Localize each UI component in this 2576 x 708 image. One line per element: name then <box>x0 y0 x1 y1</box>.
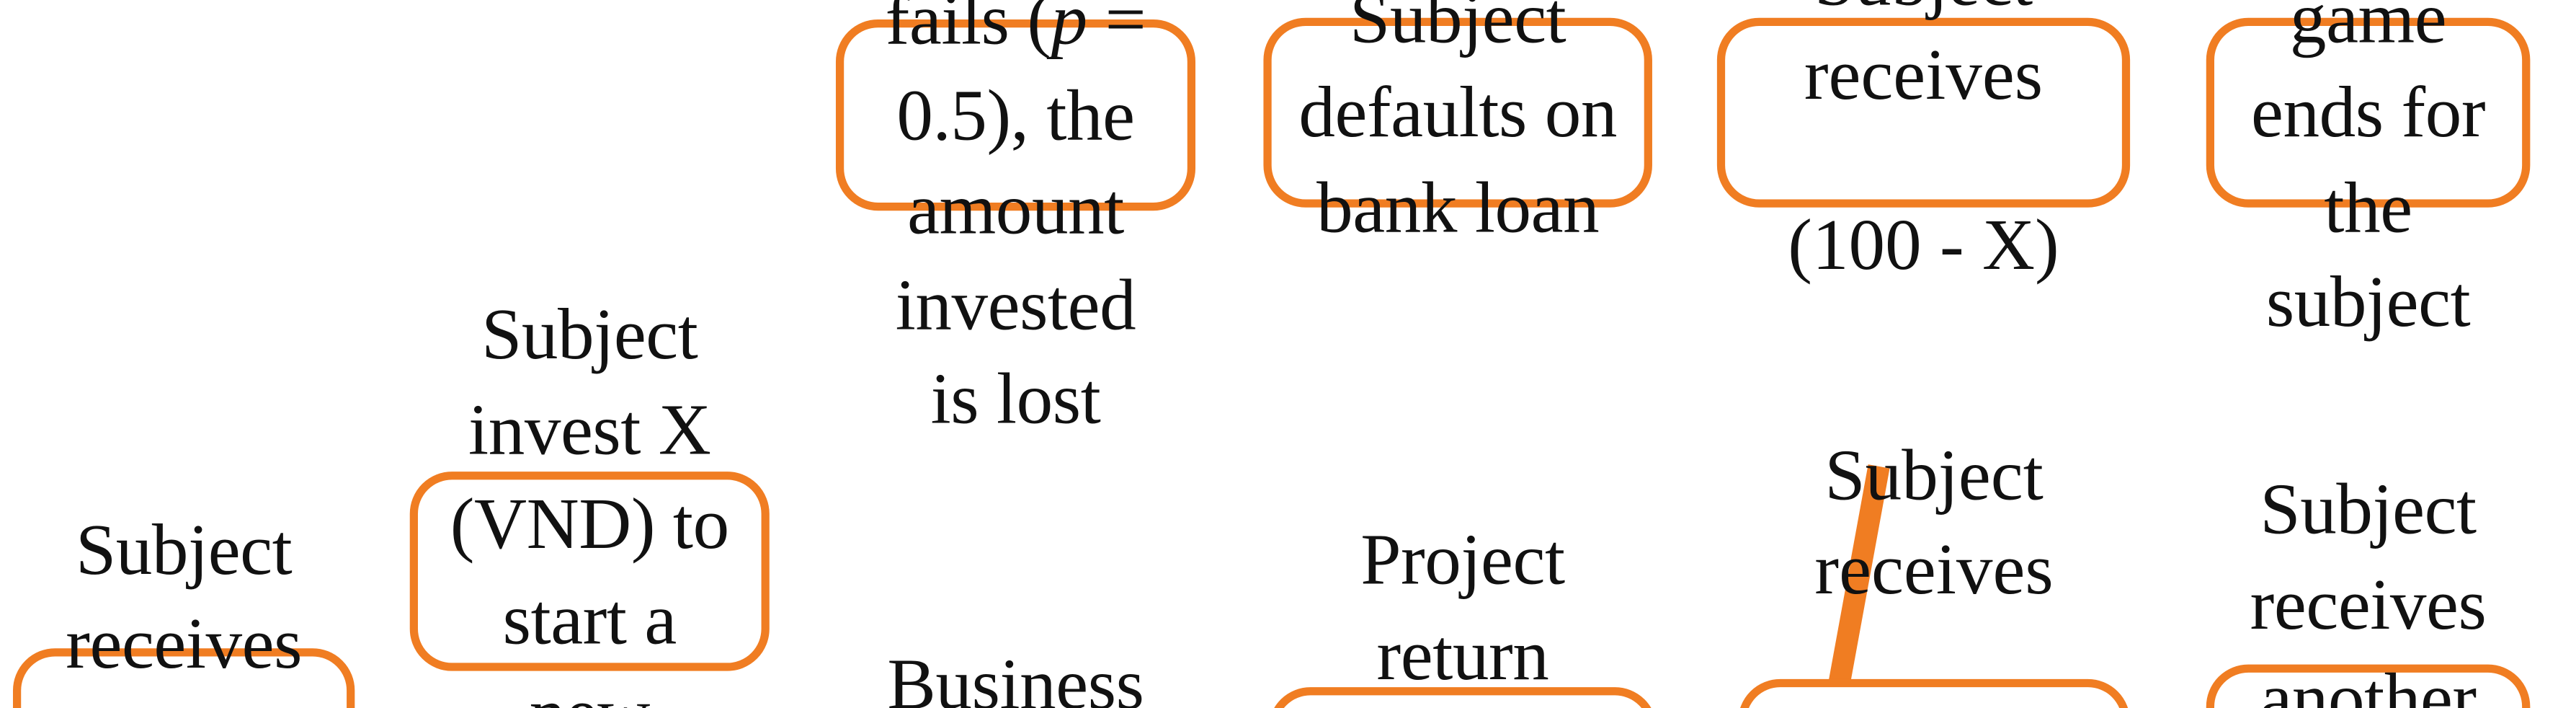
node-subject-receives-another-loan[interactable]: Subject receives another loan. The proce… <box>2206 469 2531 708</box>
node-subject-receives-top[interactable]: Subject receives (100 - X) <box>1716 0 2131 285</box>
node-subject-receives-formula[interactable]: Subject receives {(3X - 100) + (100 - X)… <box>1738 434 2131 708</box>
node-label-prefix: Business succeeds ( <box>887 642 1144 708</box>
node-subject-defaults-top[interactable]: Subject defaults on bank loan <box>1263 0 1652 247</box>
node-label: Project return exceeds 100milVND. The lo… <box>1360 518 1565 695</box>
probability-symbol: p <box>1051 0 1088 61</box>
node-label: Subject defaults on bank loan <box>1298 0 1618 248</box>
node-label-stack: Subject receives {(3X - 100) + (100 - X)… <box>1746 428 2122 708</box>
node-label: Subject invest X (VND) to start a new bu… <box>450 293 729 708</box>
node-label-prefix: Business fails ( <box>885 0 1051 61</box>
node-business-fails[interactable]: Business fails (p = 0.5), the amount inv… <box>835 0 1196 440</box>
node-label-line-1: Subject receives <box>1814 433 2054 610</box>
node-subject-receives-bank-loan[interactable]: Subject receives bank loan of 100milVND <box>12 508 355 708</box>
node-label-stack: Subject receives (100 - X) <box>1725 0 2122 292</box>
node-game-ends-top[interactable]: The game ends for the subject <box>2206 0 2531 342</box>
node-label-line-1: Subject receives <box>1804 0 2044 116</box>
node-subject-invest-x[interactable]: Subject invest X (VND) to start a new bu… <box>409 293 770 708</box>
node-label: Subject receives bank loan of 100milVND <box>66 508 303 708</box>
node-label-suffix: = 0.5), the amount invested is lost <box>895 0 1146 440</box>
node-label: Business succeeds (p = 0.5), the amount … <box>844 541 1187 708</box>
node-project-return-exceeds[interactable]: Project return exceeds 100milVND. The lo… <box>1268 518 1657 708</box>
node-label: Subject receives another loan. The proce… <box>2250 469 2487 708</box>
node-label-line-2: (100 - X) <box>1788 203 2059 286</box>
node-label-formula: {(3X - 100) + (100 - X)} = 2X <box>1746 691 2122 708</box>
node-label: The game ends for the subject <box>2251 0 2486 342</box>
node-label: Business fails (p = 0.5), the amount inv… <box>844 0 1187 447</box>
